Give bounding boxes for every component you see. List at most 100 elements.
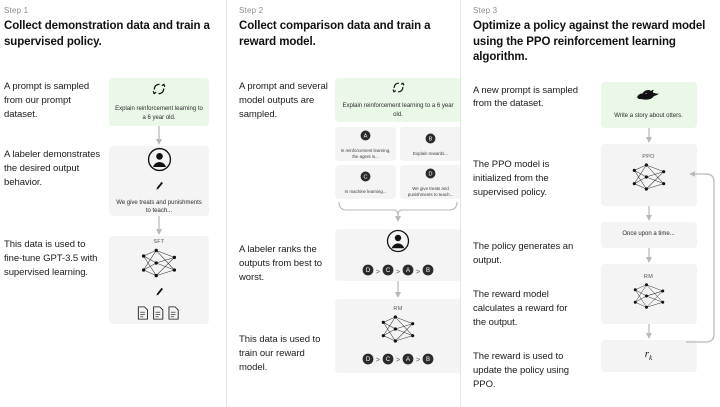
step-3-prompt-text: Write a story about otters. [614, 113, 683, 120]
step-2-label: Step 2 [239, 6, 264, 15]
step-2-caption-3: This data is used to train our reward mo… [239, 334, 321, 373]
letter-badge-b: B [425, 131, 436, 149]
step-2-art-1: Explain reinforcement learning to a 6 ye… [335, 78, 461, 374]
step-2-prompt-row: A prompt and several model outputs are s… [239, 78, 461, 374]
output-text-d: We give treats and punishments to teach.… [407, 186, 454, 198]
down-arrow-icon [393, 281, 403, 299]
step-1-column: Step 1 Collect demonstration data and tr… [0, 0, 226, 407]
svg-text:D: D [366, 268, 371, 274]
step-3-output-box: Once upon a time... [600, 221, 697, 248]
step-3-rm-tag: RM [643, 274, 654, 281]
down-arrow-icon [644, 205, 654, 222]
output-text-c: In machine learning... [344, 189, 387, 195]
rank-badge-4: B [422, 352, 434, 370]
step-2-column: Step 2 Collect comparison data and train… [226, 0, 461, 407]
merge-brace-icon [335, 200, 461, 227]
rank-separator: > [416, 268, 421, 276]
rank-badge-1: D [362, 263, 374, 281]
step-3-column: Step 3 Optimize a policy against the rew… [460, 0, 720, 407]
step-1-sft-tag: SFT [153, 238, 165, 245]
step-3-ppo-tag: PPO [642, 154, 655, 161]
step-1-sft-row: This data is used to fine-tune GPT-3.5 w… [4, 236, 216, 326]
svg-text:A: A [406, 357, 410, 363]
letter-badge-c: C [360, 169, 371, 187]
step-1-arrow-2-row [4, 216, 216, 236]
step-1-caption-2: A labeler demonstrates the desired outpu… [4, 149, 101, 188]
rank-badge-4: B [422, 263, 434, 281]
letter-badge-a: A [360, 128, 371, 146]
rank-badge-3: A [402, 263, 414, 281]
documents-icon [136, 305, 182, 326]
refresh-circle-icon [152, 82, 166, 101]
step-2-caption-2: A labeler ranks the outputs from best to… [239, 244, 322, 283]
step-1-label: Step 1 [4, 6, 29, 15]
reward-formula: rk [644, 348, 653, 363]
rank-separator: > [395, 268, 401, 276]
feedback-loop-arrow [684, 160, 718, 365]
step-3-caption-4: The reward model calculates a reward for… [473, 289, 568, 328]
svg-text:B: B [429, 137, 433, 143]
step-2-ranking-sequence: D > C > A > B [362, 263, 434, 281]
rank-badge-3: A [402, 352, 414, 370]
neural-network-icon [377, 313, 419, 350]
rank-badge-2: C [382, 263, 394, 281]
output-card-c: C In machine learning... [335, 165, 396, 200]
step-3-label: Step 3 [473, 6, 498, 15]
step-2-rm-ranking: D > C > A > B [362, 352, 434, 370]
step-3-ppo-box: PPO [600, 143, 697, 206]
step-3-caption-5: The reward is used to update the policy … [473, 351, 570, 390]
svg-text:B: B [426, 357, 430, 363]
step-2-prompt-text: Explain reinforcement learning to a 6 ye… [342, 103, 454, 118]
rank-separator: > [375, 357, 380, 365]
step-1-labeler-text: We give treats and punishments to teach.… [116, 199, 202, 215]
step-2-outputs-grid: A In reinforcement learning, the agent i… [335, 127, 461, 200]
step-1-labeler-row: A labeler demonstrates the desired outpu… [4, 146, 216, 217]
rank-badge-1: D [362, 352, 374, 370]
step-1-labeler-box: We give treats and punishments to teach.… [109, 146, 209, 217]
step-3-rm-box: RM [600, 263, 697, 324]
svg-text:C: C [386, 357, 391, 363]
svg-text:B: B [426, 268, 430, 274]
step-3-reward-box: rk [600, 339, 697, 372]
step-1-caption-3: This data is used to fine-tune GPT-3.5 w… [4, 239, 98, 278]
svg-text:A: A [406, 268, 410, 274]
down-arrow-icon [644, 323, 654, 340]
step-3-caption-1: A new prompt is sampled from the dataset… [473, 84, 578, 110]
step-3-art: Write a story about otters. PPO [583, 81, 714, 372]
down-arrow-icon [154, 216, 164, 236]
rank-separator: > [416, 357, 421, 365]
step-3-caption-2: The PPO model is initialized from the su… [473, 159, 550, 198]
svg-text:C: C [386, 268, 391, 274]
step-3-output-text: Once upon a time... [622, 231, 675, 238]
down-arrow-icon [644, 247, 654, 264]
rank-separator: > [395, 357, 401, 365]
output-card-b: B Explain rewards... [400, 127, 461, 162]
person-circle-icon [147, 147, 172, 177]
letter-badge-d: D [425, 166, 436, 184]
output-text-b: Explain rewards... [413, 151, 448, 157]
pen-icon [155, 285, 164, 303]
step-3-prompt-box: Write a story about otters. [600, 81, 697, 128]
step-1-prompt-text: Explain reinforcement learning to a 6 ye… [115, 106, 203, 121]
step-1-arrow-1-row [4, 126, 216, 146]
step-2-caption-1: A prompt and several model outputs are s… [239, 81, 328, 120]
step-2-rm-tag: RM [393, 305, 403, 312]
step-2-title: Collect comparison data and train a rewa… [239, 20, 431, 48]
svg-text:D: D [429, 172, 433, 178]
step-3-prompt-row: A new prompt is sampled from the dataset… [473, 81, 714, 372]
svg-text:D: D [366, 357, 371, 363]
otter-icon [635, 88, 663, 108]
down-arrow-icon [154, 126, 164, 146]
svg-text:A: A [364, 134, 368, 140]
rank-separator: > [375, 268, 380, 276]
refresh-circle-icon [392, 81, 405, 99]
step-2-ranking-box: D > C > A > B [335, 229, 461, 282]
step-1-prompt-row: A prompt is sampled from our prompt data… [4, 78, 216, 127]
step-3-title: Optimize a policy against the reward mod… [473, 20, 706, 64]
step-1-art-2: We give treats and punishments to teach.… [102, 146, 216, 217]
rank-badge-2: C [382, 352, 394, 370]
output-card-d: D We give treats and punishments to teac… [400, 165, 461, 200]
step-1-art-3: SFT [102, 236, 216, 326]
step-1-caption-1: A prompt is sampled from our prompt data… [4, 81, 90, 120]
